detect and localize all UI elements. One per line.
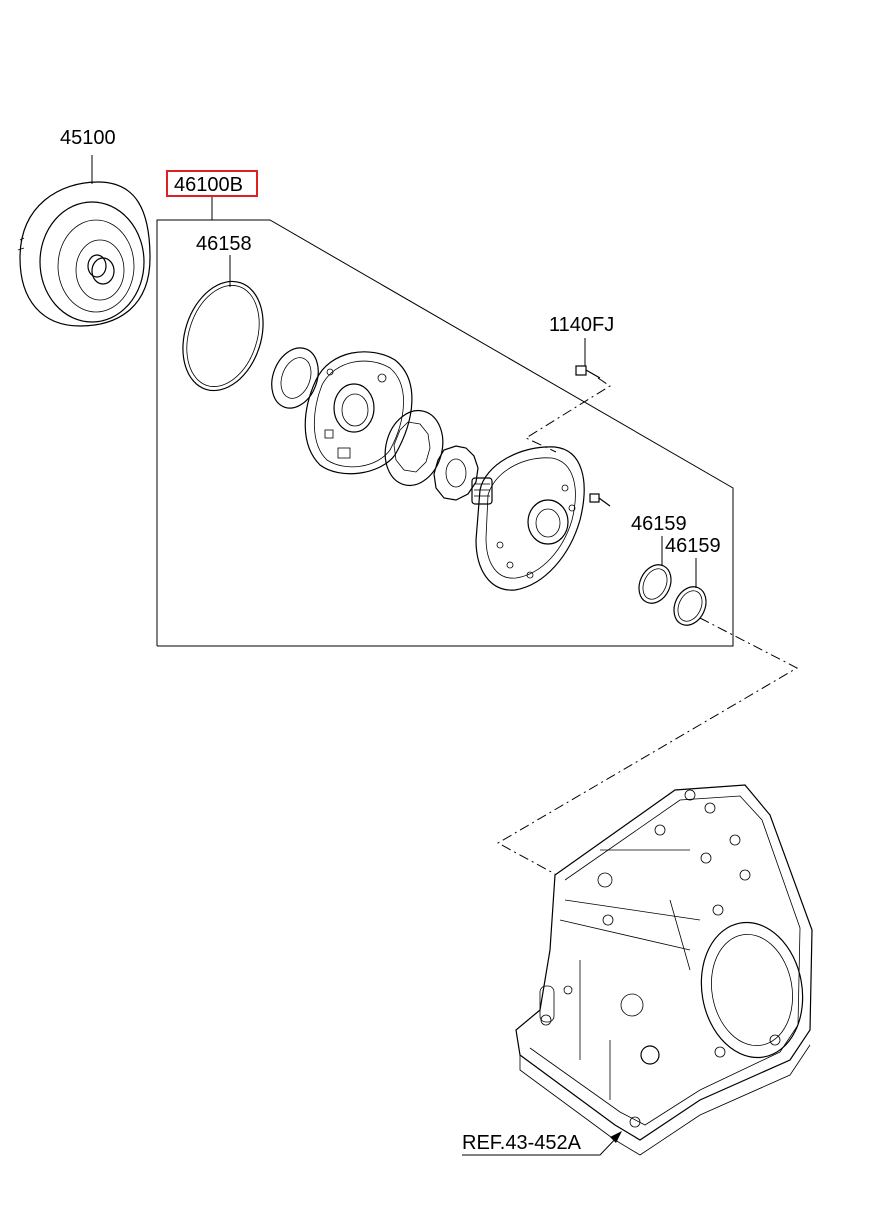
bolt-drawing bbox=[575, 365, 611, 507]
callout-46158[interactable]: 46158 bbox=[196, 233, 252, 255]
ref-arrow-icon bbox=[610, 1131, 622, 1143]
case-guide-dash bbox=[496, 617, 799, 875]
callout-46159-b[interactable]: 46159 bbox=[665, 535, 721, 557]
transaxle-case-drawing bbox=[515, 784, 813, 1156]
pump-housing-drawing bbox=[471, 446, 585, 591]
outer-gear-drawing bbox=[384, 409, 444, 487]
inner-gear-drawing bbox=[433, 445, 479, 501]
callout-46100b[interactable]: 46100B bbox=[174, 174, 243, 196]
o-ring-large bbox=[182, 280, 264, 392]
leader-ref bbox=[462, 1133, 621, 1156]
torque-converter-drawing bbox=[17, 181, 151, 327]
assembly-boundary bbox=[156, 219, 734, 647]
seal-ring-a bbox=[638, 564, 672, 604]
bolt-guide-dash bbox=[524, 377, 611, 453]
callout-1140fj[interactable]: 1140FJ bbox=[549, 314, 614, 336]
oil-seal-drawing bbox=[271, 347, 319, 409]
highlight-box bbox=[166, 170, 258, 197]
callout-45100[interactable]: 45100 bbox=[60, 127, 116, 149]
seal-ring-b bbox=[673, 586, 707, 626]
pump-cover-drawing bbox=[304, 351, 413, 475]
callout-ref-43-452a[interactable]: REF.43-452A bbox=[462, 1132, 582, 1154]
callout-46159-a[interactable]: 46159 bbox=[631, 513, 687, 535]
